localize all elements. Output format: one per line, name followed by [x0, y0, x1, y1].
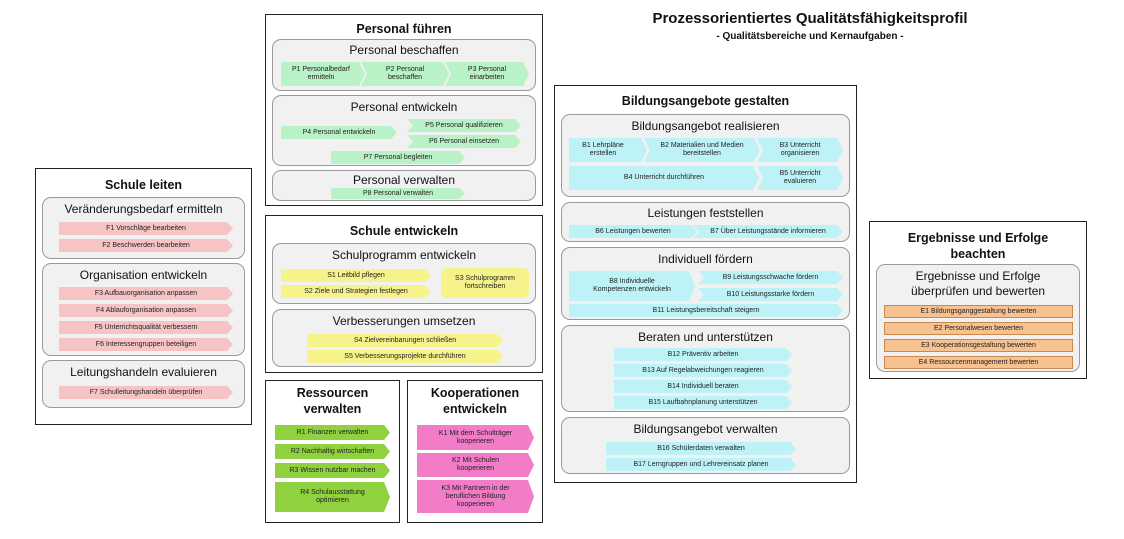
process-s3[interactable]: S3 Schulprogramm fortschreiben: [441, 268, 529, 298]
process-b8[interactable]: B8 Individuelle Kompetenzen entwickeln: [569, 271, 695, 301]
process-s4[interactable]: S4 Zielvereinbarungen schließen: [307, 334, 503, 347]
schule-leiten-title: Schule leiten: [104, 178, 183, 192]
process-f6[interactable]: F6 Interessengruppen beteiligen: [59, 338, 233, 351]
process-f1[interactable]: F1 Vorschläge bearbeiten: [59, 222, 233, 235]
personal-verwalten-title: Personal verwalten: [352, 173, 456, 187]
personal-entwickeln-title: Personal entwickeln: [350, 100, 458, 114]
leistungen-panel: Leistungen feststellen B6 Leistungen bew…: [561, 202, 850, 242]
process-e4[interactable]: E4 Ressourcenmanagement bewerten: [884, 356, 1073, 369]
personal-beschaffen-title: Personal beschaffen: [349, 43, 459, 57]
process-r4[interactable]: R4 Schulausstattung optimieren: [275, 482, 390, 512]
process-p1[interactable]: P1 Personalbedarf ermitteln: [281, 62, 365, 86]
ergebnisse-panel-title: Ergebnisse und Erfolge überprüfen und be…: [910, 269, 1046, 298]
process-b7[interactable]: B7 Über Leistungsstände informieren: [693, 225, 843, 238]
process-b3[interactable]: B3 Unterricht organisieren: [757, 138, 843, 162]
verbesserungen-panel: Verbesserungen umsetzen S4 Zielvereinbar…: [272, 309, 536, 367]
schule-leiten-box: Schule leiten Veränderungsbedarf ermitte…: [35, 168, 252, 425]
organisation-panel: Organisation entwickeln F3 Aufbauorganis…: [42, 263, 245, 356]
bildungsangebot-verwalten-title: Bildungsangebot verwalten: [633, 422, 778, 436]
leistungen-title: Leistungen feststellen: [647, 206, 764, 220]
process-e1[interactable]: E1 Bildungsganggestaltung bewerten: [884, 305, 1073, 318]
ergebnisse-panel: Ergebnisse und Erfolge überprüfen und be…: [876, 264, 1080, 372]
bildungsangebot-verwalten-panel: Bildungsangebot verwalten B16 Schülerdat…: [561, 417, 850, 474]
personal-fuehren-title: Personal führen: [356, 22, 452, 36]
veraenderungsbedarf-title: Veränderungsbedarf ermitteln: [64, 202, 223, 216]
process-b16[interactable]: B16 Schülerdaten verwalten: [606, 442, 796, 455]
process-r2[interactable]: R2 Nachhaltig wirtschaften: [275, 444, 390, 459]
ressourcen-box: Ressourcen verwalten R1 Finanzen verwalt…: [265, 380, 400, 523]
process-k3[interactable]: K3 Mit Partnern in der beruflichen Bildu…: [417, 480, 534, 513]
schulprogramm-panel: Schulprogramm entwickeln S1 Leitbild pfl…: [272, 243, 536, 304]
kooperationen-box: Kooperationen entwickeln K1 Mit dem Schu…: [407, 380, 543, 523]
process-p7[interactable]: P7 Personal begleiten: [331, 151, 465, 164]
bildungsangebote-title: Bildungsangebote gestalten: [621, 94, 790, 108]
process-r3[interactable]: R3 Wissen nutzbar machen: [275, 463, 390, 478]
individuell-panel: Individuell fördern B8 Individuelle Komp…: [561, 247, 850, 320]
schule-entwickeln-box: Schule entwickeln Schulprogramm entwicke…: [265, 215, 543, 373]
process-p4[interactable]: P4 Personal entwickeln: [281, 126, 397, 139]
schule-entwickeln-title: Schule entwickeln: [349, 224, 459, 238]
process-f4[interactable]: F4 Ablauforganisation anpassen: [59, 304, 233, 317]
ergebnisse-box: Ergebnisse und Erfolge beachten Ergebnis…: [869, 221, 1087, 379]
process-s1[interactable]: S1 Leitbild pflegen: [281, 269, 431, 282]
personal-beschaffen-panel: Personal beschaffen P1 Personalbedarf er…: [272, 39, 536, 91]
organisation-title: Organisation entwickeln: [79, 268, 208, 282]
process-b12[interactable]: B12 Präventiv arbeiten: [614, 348, 792, 361]
process-b10[interactable]: B10 Leistungsstarke fördern: [698, 288, 843, 301]
process-k2[interactable]: K2 Mit Schulen kooperieren: [417, 453, 534, 477]
process-e2[interactable]: E2 Personalwesen bewerten: [884, 322, 1073, 335]
kooperationen-title: Kooperationen entwickeln: [430, 386, 520, 416]
leitungshandeln-panel: Leitungshandeln evaluieren F7 Schulleitu…: [42, 360, 245, 408]
process-r1[interactable]: R1 Finanzen verwalten: [275, 425, 390, 440]
process-b13[interactable]: B13 Auf Regelabweichungen reagieren: [614, 364, 792, 377]
process-k1[interactable]: K1 Mit dem Schulträger kooperieren: [417, 425, 534, 450]
process-s2[interactable]: S2 Ziele und Strategien festlegen: [281, 285, 431, 298]
process-b17[interactable]: B17 Lerngruppen und Lehrereinsatz planen: [606, 458, 796, 471]
process-e3[interactable]: E3 Kooperationsgestaltung bewerten: [884, 339, 1073, 352]
process-b11[interactable]: B11 Leistungsbereitschaft steigern: [569, 304, 843, 317]
beraten-panel: Beraten und unterstützen B12 Präventiv a…: [561, 325, 850, 412]
process-p2[interactable]: P2 Personal beschaffen: [361, 62, 449, 86]
personal-verwalten-panel: Personal verwalten P8 Personal verwalten: [272, 170, 536, 201]
process-s5[interactable]: S5 Verbesserungsprojekte durchführen: [307, 350, 503, 363]
page-title: Prozessorientiertes Qualitätsfähigkeitsp…: [652, 10, 968, 27]
process-b5[interactable]: B5 Unterricht evaluieren: [757, 166, 843, 190]
process-b1[interactable]: B1 Lehrpläne erstellen: [569, 138, 647, 162]
bildungsangebote-box: Bildungsangebote gestalten Bildungsangeb…: [554, 85, 857, 483]
veraenderungsbedarf-panel: Veränderungsbedarf ermitteln F1 Vorschlä…: [42, 197, 245, 259]
personal-entwickeln-panel: Personal entwickeln P4 Personal entwicke…: [272, 95, 536, 166]
process-p3[interactable]: P3 Personal einarbeiten: [445, 62, 529, 86]
process-f5[interactable]: F5 Unterrichtsqualität verbessern: [59, 321, 233, 334]
process-p5[interactable]: P5 Personal qualifizieren: [407, 119, 521, 132]
process-p8[interactable]: P8 Personal verwalten: [331, 188, 465, 199]
process-f2[interactable]: F2 Beschwerden bearbeiten: [59, 239, 233, 252]
schulprogramm-title: Schulprogramm entwickeln: [331, 248, 477, 262]
process-b9[interactable]: B9 Leistungsschwache fördern: [698, 271, 843, 284]
process-b14[interactable]: B14 Individuell beraten: [614, 380, 792, 393]
process-b6[interactable]: B6 Leistungen bewerten: [569, 225, 697, 238]
process-b2[interactable]: B2 Materialien und Medien bereitstellen: [644, 138, 760, 162]
leitungshandeln-title: Leitungshandeln evaluieren: [70, 365, 217, 379]
individuell-title: Individuell fördern: [658, 252, 753, 266]
process-b4[interactable]: B4 Unterricht durchführen: [569, 166, 759, 190]
page-subtitle: - Qualitätsbereiche und Kernaufgaben -: [716, 31, 904, 42]
ergebnisse-title: Ergebnisse und Erfolge beachten: [907, 231, 1049, 261]
process-f7[interactable]: F7 Schulleitungshandeln überprüfen: [59, 386, 233, 399]
process-b15[interactable]: B15 Laufbahnplanung unterstützen: [614, 396, 792, 409]
realisieren-title: Bildungsangebot realisieren: [631, 119, 780, 133]
ressourcen-title: Ressourcen verwalten: [296, 386, 369, 416]
process-f3[interactable]: F3 Aufbauorganisation anpassen: [59, 287, 233, 300]
realisieren-panel: Bildungsangebot realisieren B1 Lehrpläne…: [561, 114, 850, 197]
verbesserungen-title: Verbesserungen umsetzen: [332, 314, 476, 328]
personal-fuehren-box: Personal führen Personal beschaffen P1 P…: [265, 14, 543, 206]
beraten-title: Beraten und unterstützen: [638, 330, 773, 344]
process-p6[interactable]: P6 Personal einsetzen: [407, 135, 521, 148]
